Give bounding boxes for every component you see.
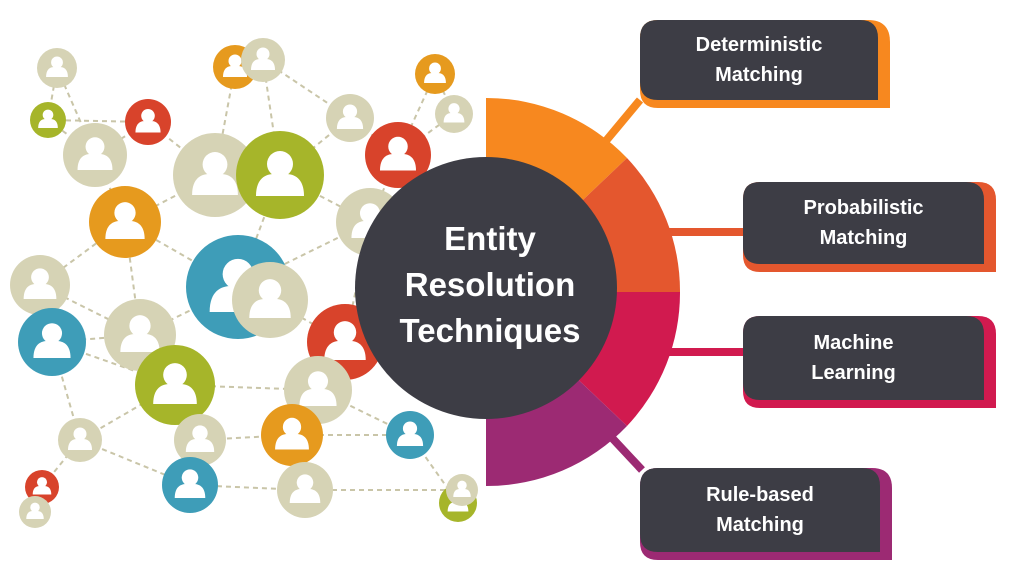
hub-title-line1: Entity xyxy=(444,220,536,257)
person-node xyxy=(19,496,51,528)
person-node xyxy=(58,418,102,462)
person-node xyxy=(365,122,431,188)
hub-circle xyxy=(355,157,617,419)
hub-title-line2: Resolution xyxy=(404,266,576,303)
box-rule-based xyxy=(640,468,892,560)
label-rule-based: Rule-based Matching xyxy=(640,468,880,552)
box-deterministic xyxy=(640,20,890,108)
person-node xyxy=(125,99,171,145)
box-machine-learning xyxy=(743,316,996,408)
person-node xyxy=(135,345,215,425)
person-node xyxy=(277,462,333,518)
label-machine-learning-line1: Machine xyxy=(813,332,894,354)
person-node xyxy=(236,131,324,219)
person-node xyxy=(446,474,478,506)
label-deterministic-line1: Deterministic xyxy=(695,34,823,56)
person-node xyxy=(18,308,86,376)
person-node xyxy=(89,186,161,258)
box-probabilistic xyxy=(743,182,996,272)
person-node xyxy=(30,102,66,138)
person-node xyxy=(10,255,70,315)
person-node xyxy=(261,404,323,466)
label-probabilistic: Probabilistic Matching xyxy=(743,182,984,264)
label-rule-based-line1: Rule-based xyxy=(706,484,814,506)
person-node xyxy=(386,411,434,459)
label-rule-based-line2: Matching xyxy=(716,514,804,536)
label-deterministic: Deterministic Matching xyxy=(640,20,878,100)
label-machine-learning-line2: Learning xyxy=(811,362,896,384)
label-machine-learning: Machine Learning xyxy=(743,316,964,400)
person-node xyxy=(415,54,455,94)
hub-title-line3: Techniques xyxy=(399,312,581,349)
person-node xyxy=(37,48,77,88)
person-node xyxy=(241,38,285,82)
person-node xyxy=(232,262,308,338)
label-probabilistic-line1: Probabilistic xyxy=(803,197,924,219)
person-node xyxy=(173,133,257,217)
network-link xyxy=(237,221,371,288)
hub-title: Entity Resolution Techniques xyxy=(375,205,605,365)
person-node xyxy=(174,414,226,466)
person-node xyxy=(435,95,473,133)
person-node xyxy=(162,457,218,513)
person-node xyxy=(63,123,127,187)
label-deterministic-line2: Matching xyxy=(715,64,803,86)
network-link xyxy=(56,67,96,156)
person-node xyxy=(25,470,59,504)
person-node xyxy=(326,94,374,142)
network-nodes xyxy=(10,38,478,528)
label-probabilistic-line2: Matching xyxy=(819,227,908,249)
